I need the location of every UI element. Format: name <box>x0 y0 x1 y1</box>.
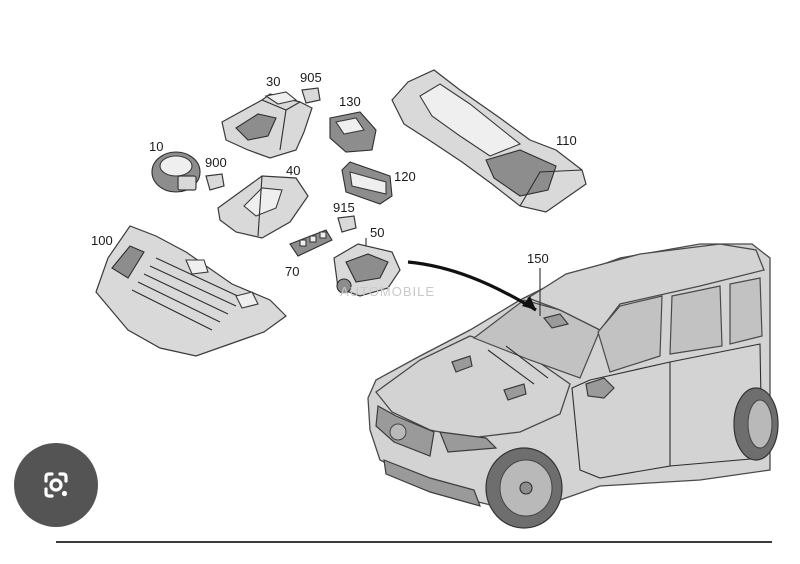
google-lens-button[interactable] <box>14 443 98 527</box>
label-110: 110 <box>556 133 577 148</box>
part-70 <box>289 229 333 257</box>
google-lens-icon <box>44 472 68 498</box>
part-120 <box>341 161 393 205</box>
label-30: 30 <box>266 74 280 89</box>
part-915 <box>337 215 357 233</box>
part-50 <box>333 243 401 297</box>
label-40: 40 <box>286 163 300 178</box>
part-130 <box>329 111 377 153</box>
part-40 <box>217 175 309 239</box>
part-10 <box>151 151 201 193</box>
label-50: 50 <box>370 225 384 240</box>
label-900: 900 <box>205 155 227 170</box>
bottom-divider <box>56 541 772 543</box>
part-905 <box>301 87 321 104</box>
label-130: 130 <box>339 94 361 109</box>
part-100 <box>95 225 287 357</box>
leader-lines <box>365 238 541 316</box>
label-905: 905 <box>300 70 322 85</box>
part-150 <box>542 313 570 329</box>
label-70: 70 <box>285 264 299 279</box>
label-915: 915 <box>333 200 355 215</box>
label-150: 150 <box>527 251 549 266</box>
label-120: 120 <box>394 169 416 184</box>
part-900 <box>205 173 225 191</box>
part-110 <box>391 69 587 213</box>
label-100: 100 <box>91 233 113 248</box>
watermark-text: AUTOMOBILE <box>340 284 435 299</box>
car-illustration <box>367 243 779 529</box>
label-10: 10 <box>149 139 163 154</box>
part-30 <box>221 91 313 159</box>
